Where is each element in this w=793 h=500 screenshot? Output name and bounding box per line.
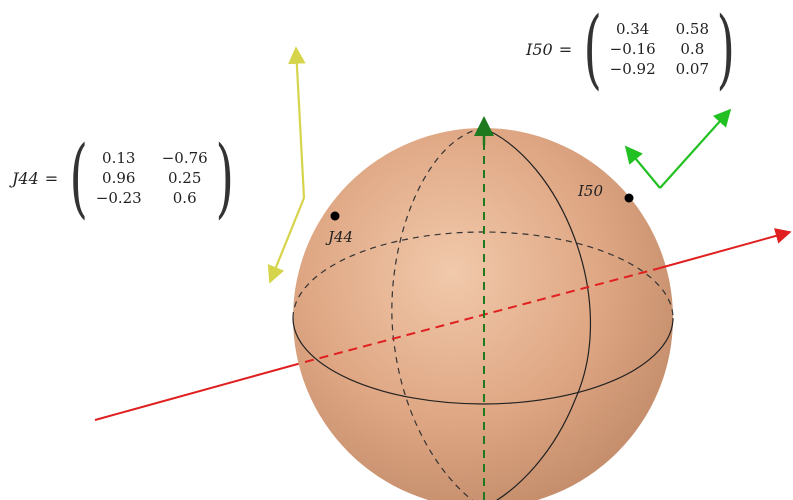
point-j44-label: J44 [325, 228, 353, 246]
matrix-i50-equals: = [558, 39, 573, 59]
matrix-j44: J44 = ( 0.13 −0.76 0.96 0.25 −0.23 0.6 ) [12, 135, 241, 221]
point-i50-label: I50 [577, 182, 603, 200]
x-axis-outer-right [659, 228, 792, 269]
matrix-cell: −0.76 [161, 148, 208, 167]
matrix-j44-equals: = [44, 168, 59, 188]
matrix-j44-grid: 0.13 −0.76 0.96 0.25 −0.23 0.6 [96, 149, 208, 208]
matrix-cell: 0.13 [102, 148, 136, 167]
matrix-cell: −0.23 [95, 188, 142, 207]
meridian-back-dashed [391, 127, 484, 500]
matrix-j44-name: J44 [12, 168, 39, 188]
matrix-cell: −0.92 [609, 59, 656, 78]
matrix-i50: I50 = ( 0.34 0.58 −0.16 0.8 −0.92 0.07 ) [526, 6, 743, 92]
yellow-vector-up [288, 46, 306, 199]
equator-front [292, 317, 674, 405]
matrix-j44-right-paren: ) [215, 128, 234, 228]
matrix-i50-left-paren: ( [583, 0, 603, 99]
green-vector-left [624, 145, 661, 189]
matrix-cell: 0.07 [675, 59, 710, 78]
point-j44 [330, 211, 340, 221]
matrix-cell: 0.6 [172, 188, 197, 207]
matrix-cell: 0.96 [102, 168, 136, 187]
matrix-i50-name: I50 [526, 39, 553, 59]
matrix-j44-left-paren: ( [69, 128, 89, 228]
matrix-i50-grid: 0.34 0.58 −0.16 0.8 −0.92 0.07 [610, 20, 709, 79]
x-axis-inner-dashed [304, 267, 661, 363]
yellow-vector-down [267, 197, 306, 284]
green-vector-right [659, 108, 732, 189]
point-i50 [624, 193, 634, 203]
matrix-i50-right-paren: ) [716, 0, 736, 99]
matrix-cell: −0.16 [609, 39, 656, 58]
matrix-cell: 0.58 [675, 19, 710, 38]
matrix-cell: 0.34 [615, 19, 650, 38]
matrix-cell: 0.8 [680, 39, 705, 58]
meridian-front [482, 127, 591, 500]
x-axis-outer-left [94, 361, 306, 421]
matrix-cell: 0.25 [168, 168, 202, 187]
